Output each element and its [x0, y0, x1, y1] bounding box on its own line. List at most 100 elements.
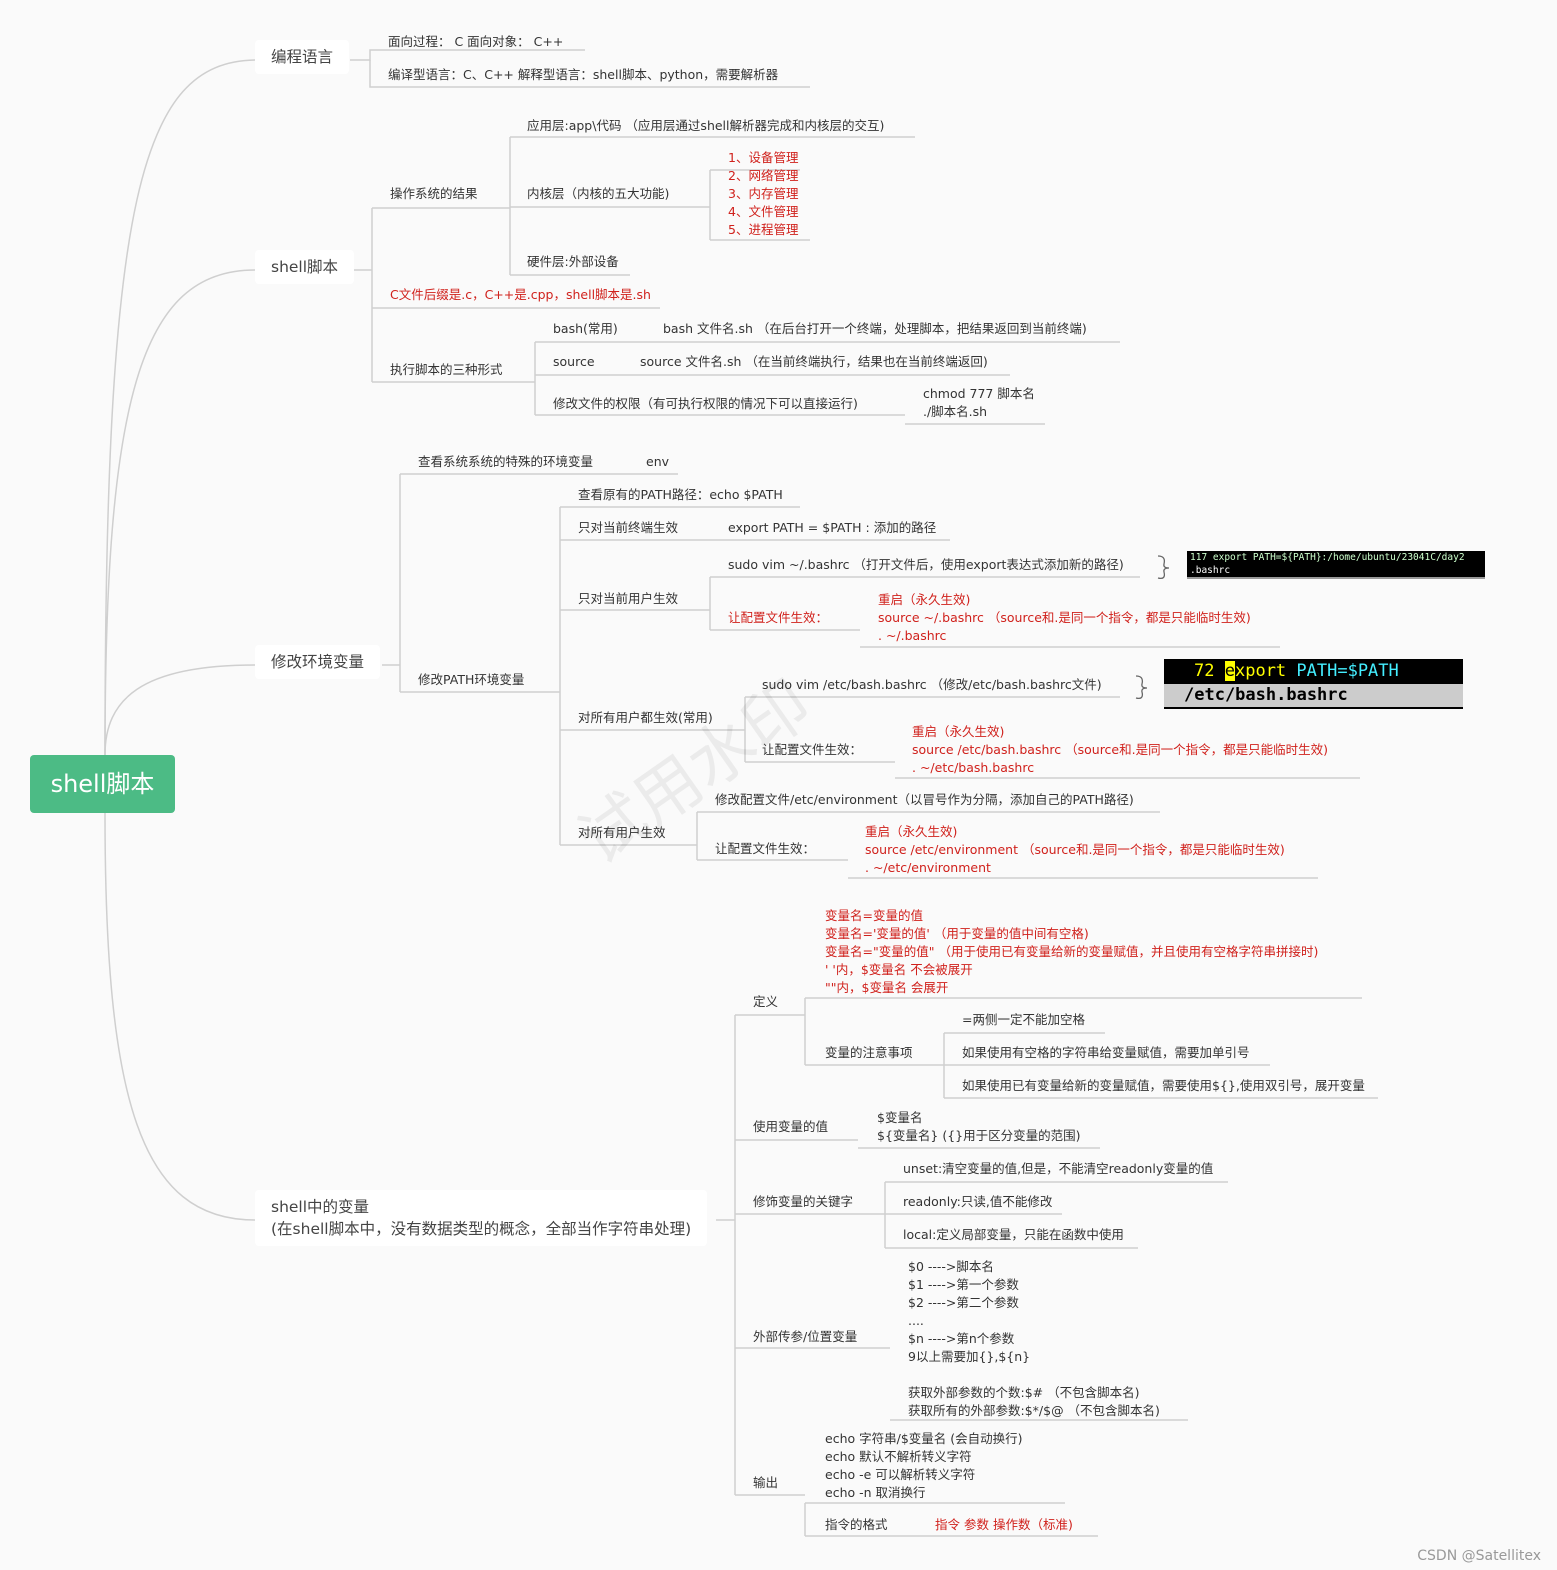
node-cur-user[interactable]: 只对当前用户生效 — [578, 591, 679, 606]
node-shell-script[interactable]: shell脚本 — [255, 250, 355, 284]
node-exec-forms[interactable]: 执行脚本的三种形式 — [390, 362, 503, 377]
terminal-line: /etc/bash.bashrc — [1164, 684, 1463, 707]
node-os-structure[interactable]: 操作系统的结果 — [390, 186, 478, 201]
define-item: 变量名='变量的值' （用于变量的值中间有空格) — [825, 926, 1089, 941]
output-item: echo 默认不解析转义字符 — [825, 1449, 972, 1464]
define-item: ' '内，$变量名 不会被展开 — [825, 962, 973, 977]
node-var-use-1[interactable]: $变量名 — [877, 1110, 923, 1125]
kernel-function-item: 3、内存管理 — [728, 186, 799, 201]
footer-credit: CSDN @Satellitex — [1417, 1548, 1541, 1564]
define-item: 变量名=变量的值 — [825, 908, 923, 923]
node-environment[interactable]: 对所有用户生效 — [578, 825, 666, 840]
node-cur-user-dot[interactable]: . ~/.bashrc — [878, 628, 947, 643]
node-all-users-dot[interactable]: . ~/etc/bash.bashrc — [912, 760, 1035, 775]
node-var-positional[interactable]: 外部传参/位置变量 — [753, 1329, 858, 1344]
node-var-use-2[interactable]: ${变量名} ({}用于区分变量的范围) — [877, 1128, 1081, 1143]
node-var-notes[interactable]: 变量的注意事项 — [825, 1045, 913, 1060]
node-app-layer[interactable]: 应用层:app\代码 （应用层通过shell解析器完成和内核层的交互) — [527, 118, 885, 133]
node-var-use[interactable]: 使用变量的值 — [753, 1119, 829, 1134]
node-lang-row2[interactable]: 编译型语言：C、C++ 解释型语言：shell脚本、python，需要解析器 — [388, 67, 779, 82]
node-exec-run[interactable]: ./脚本名.sh — [923, 404, 988, 419]
node-all-users-apply[interactable]: 让配置文件生效： — [762, 742, 863, 757]
node-shell-variables[interactable]: shell中的变量 (在shell脚本中，没有数据类型的概念，全部当作字符串处理… — [255, 1190, 708, 1246]
node-exec-bash-desc[interactable]: bash 文件名.sh （在后台打开一个终端，处理脚本，把结果返回到当前终端) — [663, 321, 1087, 336]
node-all-users-source[interactable]: source /etc/bash.bashrc （source和.是同一个指令，… — [912, 742, 1328, 757]
positional-item — [908, 1366, 1160, 1384]
node-cur-user-apply[interactable]: 让配置文件生效： — [728, 610, 829, 625]
keyword: xport — [1234, 661, 1287, 681]
node-lang-row1[interactable]: 面向过程： C 面向对象： C++ — [388, 34, 564, 49]
node-shell-variables-note: (在shell脚本中，没有数据类型的概念，全部当作字符串处理) — [271, 1220, 692, 1238]
kernel-function-item: 4、文件管理 — [728, 204, 799, 219]
node-view-env[interactable]: 查看系统系统的特殊的环境变量 — [418, 454, 594, 469]
kernel-function-item: 1、设备管理 — [728, 150, 799, 165]
node-view-env-cmd[interactable]: env — [646, 454, 670, 469]
node-cur-user-reboot[interactable]: 重启（永久生效) — [878, 592, 971, 607]
node-environment-source[interactable]: source /etc/environment （source和.是同一个指令，… — [865, 842, 1285, 857]
output-item: echo -n 取消换行 — [825, 1485, 926, 1500]
define-item: 变量名="变量的值" （用于使用已有变量给新的变量赋值，并且使用有空格字符串拼接… — [825, 944, 1319, 959]
node-hardware-layer[interactable]: 硬件层:外部设备 — [527, 254, 619, 269]
node-var-output-items[interactable]: echo 字符串/$变量名 (会自动换行) echo 默认不解析转义字符 echo … — [825, 1430, 1023, 1502]
terminal-line: 72 export PATH=$PATH — [1164, 659, 1463, 684]
node-var-note-2[interactable]: 如果使用有空格的字符串给变量赋值，需要加单引号 — [962, 1045, 1250, 1060]
node-var-kw-local[interactable]: local:定义局部变量，只能在函数中使用 — [903, 1227, 1124, 1242]
node-cur-terminal[interactable]: 只对当前终端生效 — [578, 520, 679, 535]
node-exec-chmod[interactable]: chmod 777 脚本名 — [923, 386, 1035, 401]
node-var-kw-unset[interactable]: unset:清空变量的值,但是，不能清空readonly变量的值 — [903, 1161, 1214, 1176]
positional-item: $1 ---->第一个参数 — [908, 1277, 1019, 1292]
node-var-note-3[interactable]: 如果使用已有变量给新的变量赋值，需要使用${},使用双引号，展开变量 — [962, 1078, 1365, 1093]
node-exec-perm[interactable]: 修改文件的权限（有可执行权限的情况下可以直接运行) — [553, 396, 858, 411]
node-var-cmd-format-value[interactable]: 指令 参数 操作数（标准) — [935, 1517, 1073, 1532]
node-var-positional-items[interactable]: $0 ---->脚本名 $1 ---->第一个参数 $2 ---->第二个参数...… — [908, 1258, 1160, 1420]
node-environment-apply[interactable]: 让配置文件生效： — [715, 841, 816, 856]
node-var-define-items[interactable]: 变量名=变量的值变量名='变量的值' （用于变量的值中间有空格) 变量名="变量的… — [825, 907, 1318, 997]
cursor: e — [1224, 661, 1235, 681]
node-all-users[interactable]: 对所有用户都生效(常用) — [578, 710, 713, 725]
node-programming-language[interactable]: 编程语言 — [255, 40, 350, 74]
terminal-snippet-bashrc: 117 export PATH=${PATH}:/home/ubuntu/230… — [1187, 551, 1485, 579]
node-all-users-reboot[interactable]: 重启（永久生效) — [912, 724, 1005, 739]
node-cur-user-source[interactable]: source ~/.bashrc （source和.是同一个指令，都是只能临时生… — [878, 610, 1251, 625]
positional-item: 9以上需要加{},${n} — [908, 1349, 1031, 1364]
positional-item: 获取外部参数的个数:$# （不包含脚本名) — [908, 1385, 1140, 1400]
terminal-snippet-bash-bashrc: 72 export PATH=$PATH /etc/bash.bashrc — [1164, 659, 1463, 709]
terminal-line: 117 export PATH=${PATH}:/home/ubuntu/230… — [1190, 552, 1465, 563]
positional-item: $2 ---->第二个参数 — [908, 1295, 1019, 1310]
node-file-suffix[interactable]: C文件后缀是.c，C++是.cpp，shell脚本是.sh — [390, 287, 651, 302]
line-number: 72 — [1194, 661, 1215, 681]
node-environment-dot[interactable]: . ~/etc/environment — [865, 860, 991, 875]
node-environment-reboot[interactable]: 重启（永久生效) — [865, 824, 958, 839]
positional-item: .... — [908, 1313, 924, 1328]
node-environment-mod[interactable]: 修改配置文件/etc/environment（以冒号作为分隔，添加自己的PATH… — [715, 792, 1134, 807]
node-kernel-layer[interactable]: 内核层（内核的五大功能) — [527, 186, 670, 201]
terminal-line: .bashrc — [1190, 565, 1231, 576]
root-node[interactable]: shell脚本 — [30, 755, 175, 813]
define-item: ""内，$变量名 会展开 — [825, 980, 949, 995]
node-var-kw-readonly[interactable]: readonly:只读,值不能修改 — [903, 1194, 1053, 1209]
node-var-cmd-format[interactable]: 指令的格式 — [825, 1517, 888, 1532]
node-exec-source[interactable]: source — [553, 354, 595, 369]
node-path-view[interactable]: 查看原有的PATH路径：echo $PATH — [578, 487, 783, 502]
kernel-function-item: 2、网络管理 — [728, 168, 799, 183]
node-modify-path[interactable]: 修改PATH环境变量 — [418, 672, 525, 687]
node-var-keywords[interactable]: 修饰变量的关键字 — [753, 1194, 854, 1209]
positional-item: $n ---->第n个参数 — [908, 1331, 1015, 1346]
positional-item: 获取所有的外部参数:$*/$@ （不包含脚本名) — [908, 1403, 1160, 1418]
output-item: echo -e 可以解析转义字符 — [825, 1467, 976, 1482]
node-var-note-1[interactable]: =两侧一定不能加空格 — [962, 1012, 1085, 1027]
node-cur-terminal-cmd[interactable]: export PATH = $PATH : 添加的路径 — [728, 520, 937, 535]
output-item: echo 字符串/$变量名 (会自动换行) — [825, 1431, 1023, 1446]
node-shell-variables-title: shell中的变量 — [271, 1198, 370, 1216]
node-var-output[interactable]: 输出 — [753, 1475, 779, 1490]
node-exec-source-desc[interactable]: source 文件名.sh （在当前终端执行，结果也在当前终端返回) — [640, 354, 988, 369]
node-modify-env[interactable]: 修改环境变量 — [255, 645, 381, 679]
node-all-users-vim[interactable]: sudo vim /etc/bash.bashrc （修改/etc/bash.b… — [762, 677, 1102, 692]
kernel-function-item: 5、进程管理 — [728, 222, 799, 237]
node-exec-bash[interactable]: bash(常用) — [553, 321, 618, 336]
positional-item: $0 ---->脚本名 — [908, 1259, 994, 1274]
node-kernel-functions[interactable]: 1、设备管理 2、网络管理 3、内存管理 4、文件管理 5、进程管理 — [728, 149, 798, 239]
node-var-define[interactable]: 定义 — [753, 994, 779, 1009]
node-cur-user-vim[interactable]: sudo vim ~/.bashrc （打开文件后，使用export表达式添加新… — [728, 557, 1124, 572]
